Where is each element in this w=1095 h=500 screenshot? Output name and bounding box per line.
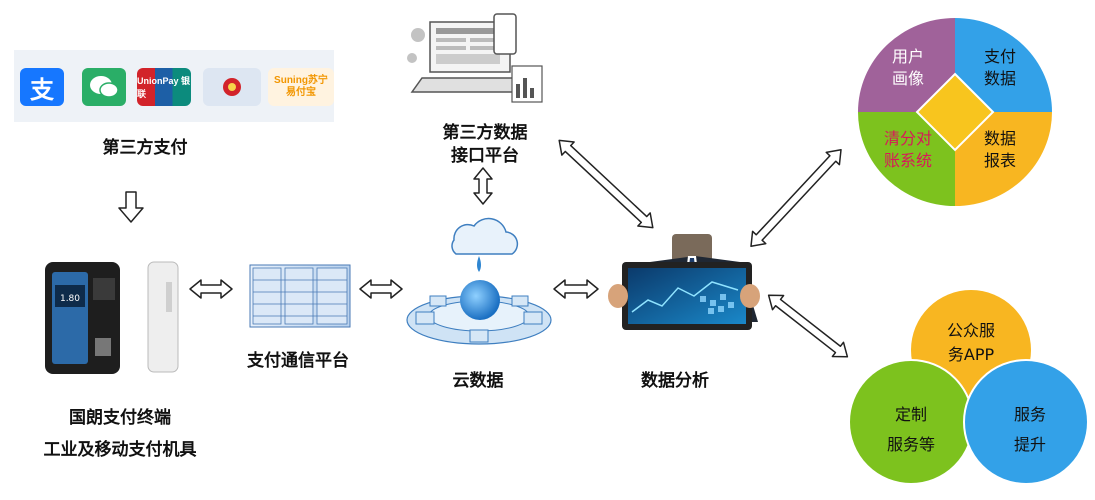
venn-text-improve-2: 提升 [1014, 435, 1046, 454]
double-arrow-terminal-comm [189, 279, 233, 299]
pie-text-pay-1: 支付 [984, 47, 1016, 66]
double-arrow-analysis-pie [750, 148, 842, 248]
venn-text-app-1: 公众服 [947, 321, 995, 340]
server-rack [249, 264, 351, 328]
analyst-illustration [608, 234, 760, 330]
venn-circle-improve [963, 359, 1089, 485]
pie-text-user-2: 画像 [892, 69, 924, 88]
venn-text-custom-2: 服务等 [887, 435, 935, 454]
terminal-screen-value: 1.80 [60, 294, 80, 304]
data-interface-label-1: 第三方数据 [442, 123, 528, 143]
suning-logo: Suning苏宁 易付宝 [268, 68, 334, 106]
venn-text-app-2: 务APP [948, 345, 995, 364]
pie-text-recon-2: 账系统 [884, 151, 932, 170]
pie-segment-report [955, 112, 1052, 206]
pie-segment-reconcile [858, 112, 955, 206]
terminal-label-1: 国朗支付终端 [69, 408, 171, 428]
payment-terminal: 1.80 [45, 261, 179, 374]
service-pie: 用户 画像 支付 数据 清分对 账系统 数据 报表 [858, 18, 1052, 206]
venn-text-improve-1: 服务 [1014, 405, 1046, 424]
wechat-icon [90, 76, 119, 98]
double-arrow-interface-analysis [558, 139, 654, 229]
down-arrow-payment-to-terminal [118, 191, 144, 223]
venn-text-custom-1: 定制 [895, 405, 927, 424]
unionpay-logo: UnionPay 银联 [137, 68, 191, 106]
pie-segment-user-profile [858, 18, 955, 112]
arrows [118, 139, 849, 358]
wechat-logo [82, 68, 126, 106]
pie-segment-payment-data [955, 18, 1052, 112]
cloud-data-illustration [406, 217, 552, 345]
pie-text-pay-2: 数据 [984, 69, 1016, 88]
cloud-label: 云数据 [452, 371, 504, 391]
alipay-logo: 支 [20, 68, 64, 106]
terminal-label-2: 工业及移动支付机具 [43, 440, 197, 460]
emblem-icon [223, 78, 241, 96]
pie-text-user-1: 用户 [892, 47, 924, 66]
analysis-label: 数据分析 [641, 371, 709, 391]
pie-text-recon-1: 清分对 [884, 129, 932, 148]
double-arrow-cloud-analysis [553, 279, 599, 299]
bank-logo [203, 68, 261, 106]
double-arrow-interface-cloud [473, 167, 493, 205]
service-venn: 公众服 务APP 定制 服务等 服务 提升 [848, 290, 1089, 485]
pie-center-diamond [915, 72, 995, 152]
third-party-payment-label: 第三方支付 [102, 138, 188, 158]
double-arrow-analysis-venn [767, 294, 849, 358]
comm-platform-label: 支付通信平台 [247, 351, 349, 371]
double-arrow-comm-cloud [359, 279, 403, 299]
laptop-illustration [407, 13, 543, 103]
data-interface-label-2: 接口平台 [451, 146, 519, 166]
pie-text-report-2: 报表 [984, 151, 1016, 170]
pie-text-report-1: 数据 [984, 129, 1016, 148]
